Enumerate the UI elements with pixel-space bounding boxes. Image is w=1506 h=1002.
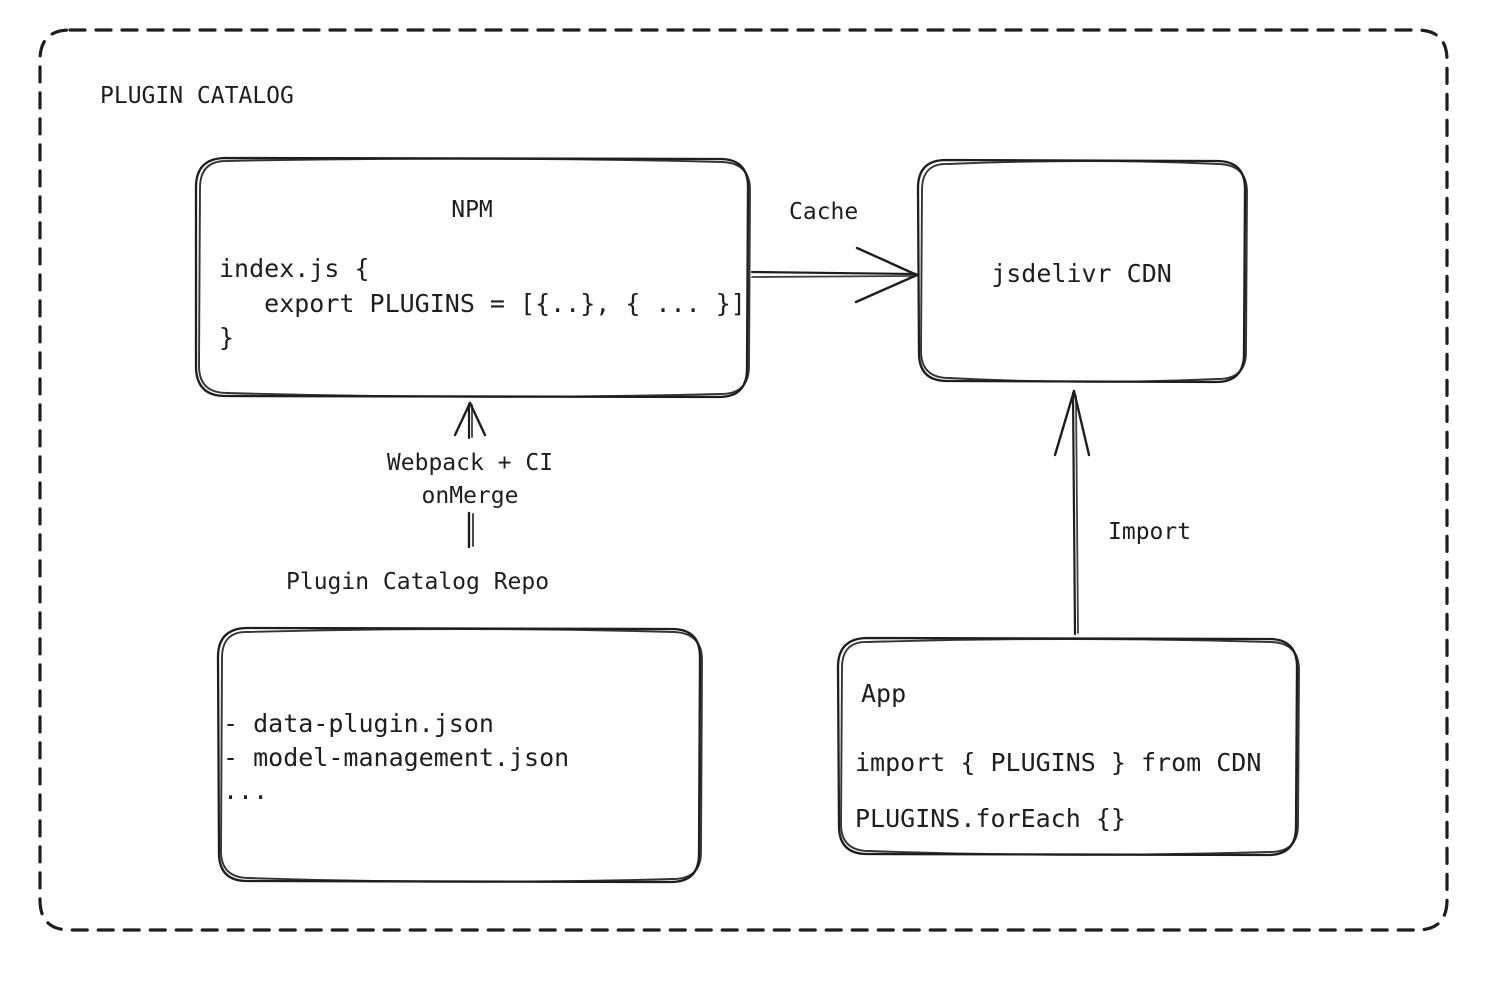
arrow-app-to-cdn — [1053, 389, 1091, 636]
arrow-repo-to-npm — [453, 401, 487, 549]
arrow-npm-to-cdn — [750, 246, 919, 304]
edge-label-import: Import — [1108, 519, 1192, 545]
app-box-title: App — [861, 679, 907, 708]
plugin-catalog-repo-box[interactable] — [216, 626, 703, 884]
edge-label-webpack-ci-onmerge: Webpack + CI onMerge — [386, 450, 554, 509]
npm-box[interactable] — [194, 156, 751, 399]
cdn-box-title: jsdelivr CDN — [991, 259, 1172, 288]
npm-box-code: index.js { export PLUGINS = [{..}, { ...… — [219, 254, 746, 352]
npm-box-title: NPM — [451, 197, 493, 223]
jsdelivr-cdn-box[interactable] — [916, 158, 1248, 384]
repo-box-file-list: - data-plugin.json - model-management.js… — [223, 709, 570, 805]
app-box[interactable] — [836, 636, 1300, 857]
app-box-code: import { PLUGINS } from CDN PLUGINS.forE… — [855, 748, 1262, 834]
plugin-catalog-container-border — [38, 28, 1449, 932]
container-title: PLUGIN CATALOG — [100, 83, 294, 109]
repo-box-label: Plugin Catalog Repo — [286, 569, 550, 595]
edge-label-cache: Cache — [789, 199, 859, 225]
